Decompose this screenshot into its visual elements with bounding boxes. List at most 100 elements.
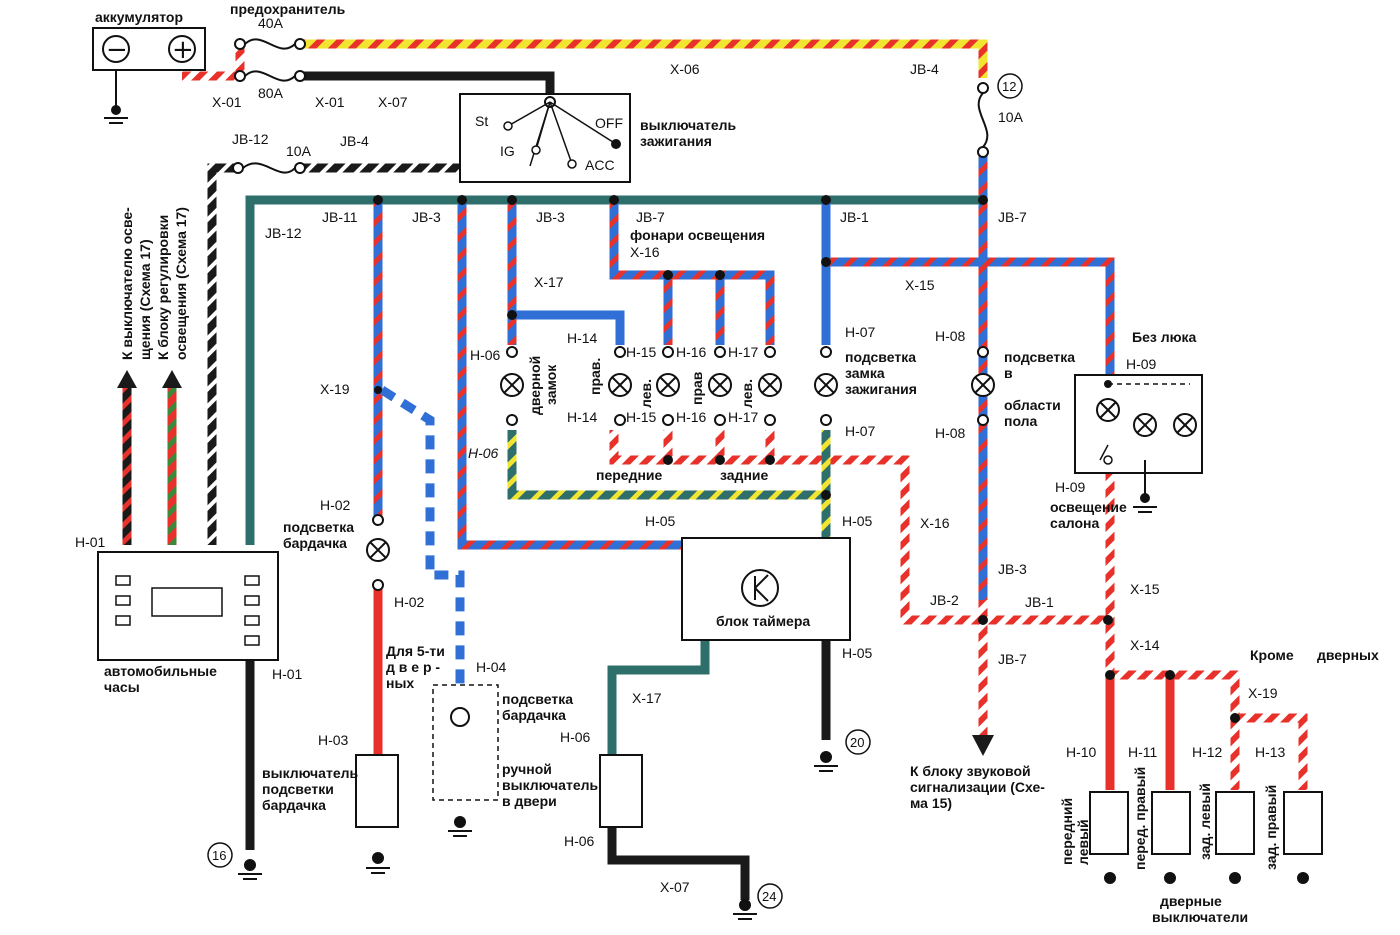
- lamp-glovebox: [366, 514, 390, 591]
- lev2-label: лев.: [739, 379, 755, 408]
- ignition-title1: выключатель: [640, 117, 737, 133]
- ruchnoy3: в двери: [502, 793, 557, 809]
- wire-80a-feed: [300, 71, 555, 100]
- left-arrow2-head: [162, 370, 182, 388]
- ignition-st: St: [475, 113, 488, 129]
- fuse-12: 12 10A: [977, 73, 1024, 158]
- x14: X-14: [1130, 637, 1160, 653]
- podsv-zamka3: зажигания: [845, 381, 917, 397]
- lamp-rear-left: [758, 346, 782, 426]
- vykl-bard2: подсветки: [262, 781, 334, 797]
- h03: H-03: [318, 732, 349, 748]
- clock-unit: [97, 551, 279, 661]
- dome-light-box: [1074, 374, 1203, 513]
- jb3c: JB-3: [998, 561, 1027, 577]
- ignition-off: OFF: [595, 115, 623, 131]
- podsv-bard2: бардачка: [283, 535, 347, 551]
- h16a: H-16: [676, 344, 707, 360]
- k-bloku2: сигнализации (Схе-: [910, 779, 1045, 795]
- wire-door4: [1235, 713, 1308, 790]
- wire-timer-teal: [607, 640, 710, 760]
- x16a: X-16: [630, 244, 660, 260]
- h14a: H-14: [567, 330, 598, 346]
- wire-lamps-return: [609, 430, 1108, 625]
- zad-prav: зад. правый: [1263, 785, 1279, 870]
- podsv-zamka2: замка: [845, 365, 885, 381]
- switch-door-2: [1151, 791, 1191, 855]
- podsv-bard4: бардачка: [502, 707, 566, 723]
- h06b: H-06: [468, 445, 499, 461]
- h06d: H-06: [564, 833, 595, 849]
- x07b: X-07: [660, 879, 690, 895]
- perednie-label: передние: [596, 467, 663, 483]
- vykl-bard1: выключатель: [262, 765, 359, 781]
- ignition-switch: St IG OFF ACC выключатель зажигания: [459, 93, 737, 183]
- wire-5door-dashed: [379, 386, 465, 685]
- left-arrow1-head: [117, 370, 137, 388]
- podsv-pola1: подсветка: [1004, 349, 1075, 365]
- h11: H-11: [1128, 744, 1158, 760]
- podsv-pola4: пола: [1004, 413, 1038, 429]
- lamp-door-lock: [500, 346, 524, 426]
- vykl-bard3: бардачка: [262, 797, 326, 813]
- switch-door-4: [1283, 791, 1323, 855]
- grounds: [238, 751, 1309, 920]
- jb1a: JB-1: [840, 209, 869, 225]
- podsv-pola3: области: [1004, 397, 1061, 413]
- circle-16: 16: [212, 848, 226, 863]
- h01a: H-01: [75, 534, 106, 550]
- numbered-circles: 16 20 24: [207, 729, 871, 909]
- jb2: JB-2: [930, 592, 959, 608]
- dvernoy1-label: дверной: [527, 356, 543, 415]
- jb7c: JB-7: [998, 651, 1027, 667]
- h17a: H-17: [728, 344, 759, 360]
- avto-chasy1: автомобильные: [104, 663, 217, 679]
- fuse-10a-right-label: 10A: [998, 109, 1024, 125]
- fuse-10a-top-label: 10A: [286, 143, 312, 159]
- lamp-front-right: [608, 346, 632, 426]
- x17b: X-17: [632, 690, 662, 706]
- x19a: X-19: [320, 381, 350, 397]
- h09a: H-09: [1126, 356, 1157, 372]
- jb1b: JB-1: [1025, 594, 1054, 610]
- bez-lyuka: Без люка: [1132, 329, 1197, 345]
- krome-label: Кроме дверных 5-ти: [1250, 647, 1400, 663]
- x01b: X-01: [315, 94, 345, 110]
- fuse-10a-top: 10A: [232, 143, 312, 174]
- prav1-label: прав.: [587, 358, 603, 395]
- h17b: H-17: [728, 409, 759, 425]
- h05b: H-05: [842, 513, 873, 529]
- main-fuses: предохранитель 40A 80A: [230, 1, 346, 101]
- lamps: [366, 346, 995, 591]
- battery-minus: −: [106, 35, 128, 65]
- switches: [355, 684, 1323, 855]
- wire-40a-feed: [300, 39, 988, 78]
- h14b: H-14: [567, 409, 598, 425]
- wire-jb7-lamps: [609, 200, 775, 345]
- prav2-label: прав: [689, 371, 705, 405]
- jb4b: JB-4: [340, 133, 369, 149]
- peredniy2: левый: [1075, 819, 1091, 865]
- switch-door-3: [1215, 791, 1255, 855]
- podsv-bard1: подсветка: [283, 519, 354, 535]
- h07b: H-07: [845, 423, 876, 439]
- left-v1: К выключателю осве-: [119, 207, 135, 360]
- lamp-rear-right: [708, 346, 732, 426]
- jb4a: JB-4: [910, 61, 939, 77]
- lev1-label: лев.: [638, 379, 654, 408]
- dvernoy2-label: замок: [543, 364, 559, 405]
- h15b: H-15: [626, 409, 657, 425]
- ignition-title2: зажигания: [640, 133, 712, 149]
- alarm-arrow-head: [972, 735, 994, 756]
- peredniy1: передний: [1059, 798, 1075, 865]
- osv-salona2: салона: [1050, 515, 1099, 531]
- dvernye1: дверные: [1160, 893, 1222, 909]
- switch-door-1: [1089, 791, 1129, 855]
- wire-jb3-timer: [457, 200, 682, 550]
- ruchnoy2: выключатель: [502, 777, 599, 793]
- avto-chasy2: часы: [104, 679, 140, 695]
- timer-unit: [681, 537, 851, 641]
- h10: H-10: [1066, 744, 1097, 760]
- glovebox-5door-box: [432, 684, 499, 801]
- x16b: X-16: [920, 515, 950, 531]
